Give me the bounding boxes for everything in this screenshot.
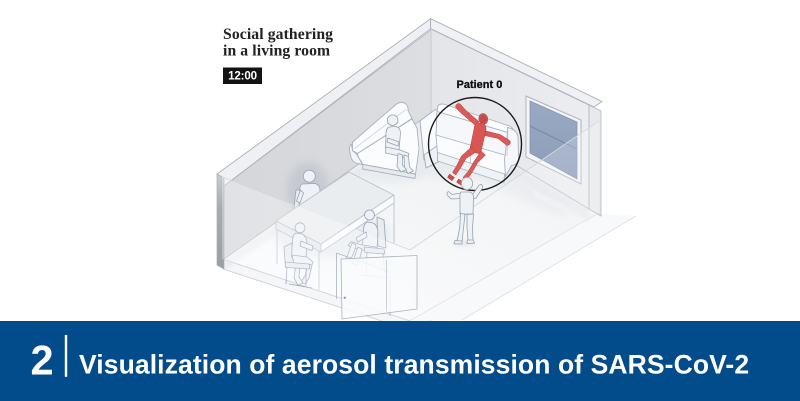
svg-text:2: 2 (31, 337, 54, 384)
svg-text:Social gathering: Social gathering (223, 26, 333, 43)
svg-text:Patient 0: Patient 0 (457, 79, 503, 91)
svg-text:Visualization of aerosol trans: Visualization of aerosol transmission of… (79, 349, 749, 379)
svg-text:in a living room: in a living room (223, 43, 330, 60)
svg-text:12:00: 12:00 (228, 70, 257, 83)
